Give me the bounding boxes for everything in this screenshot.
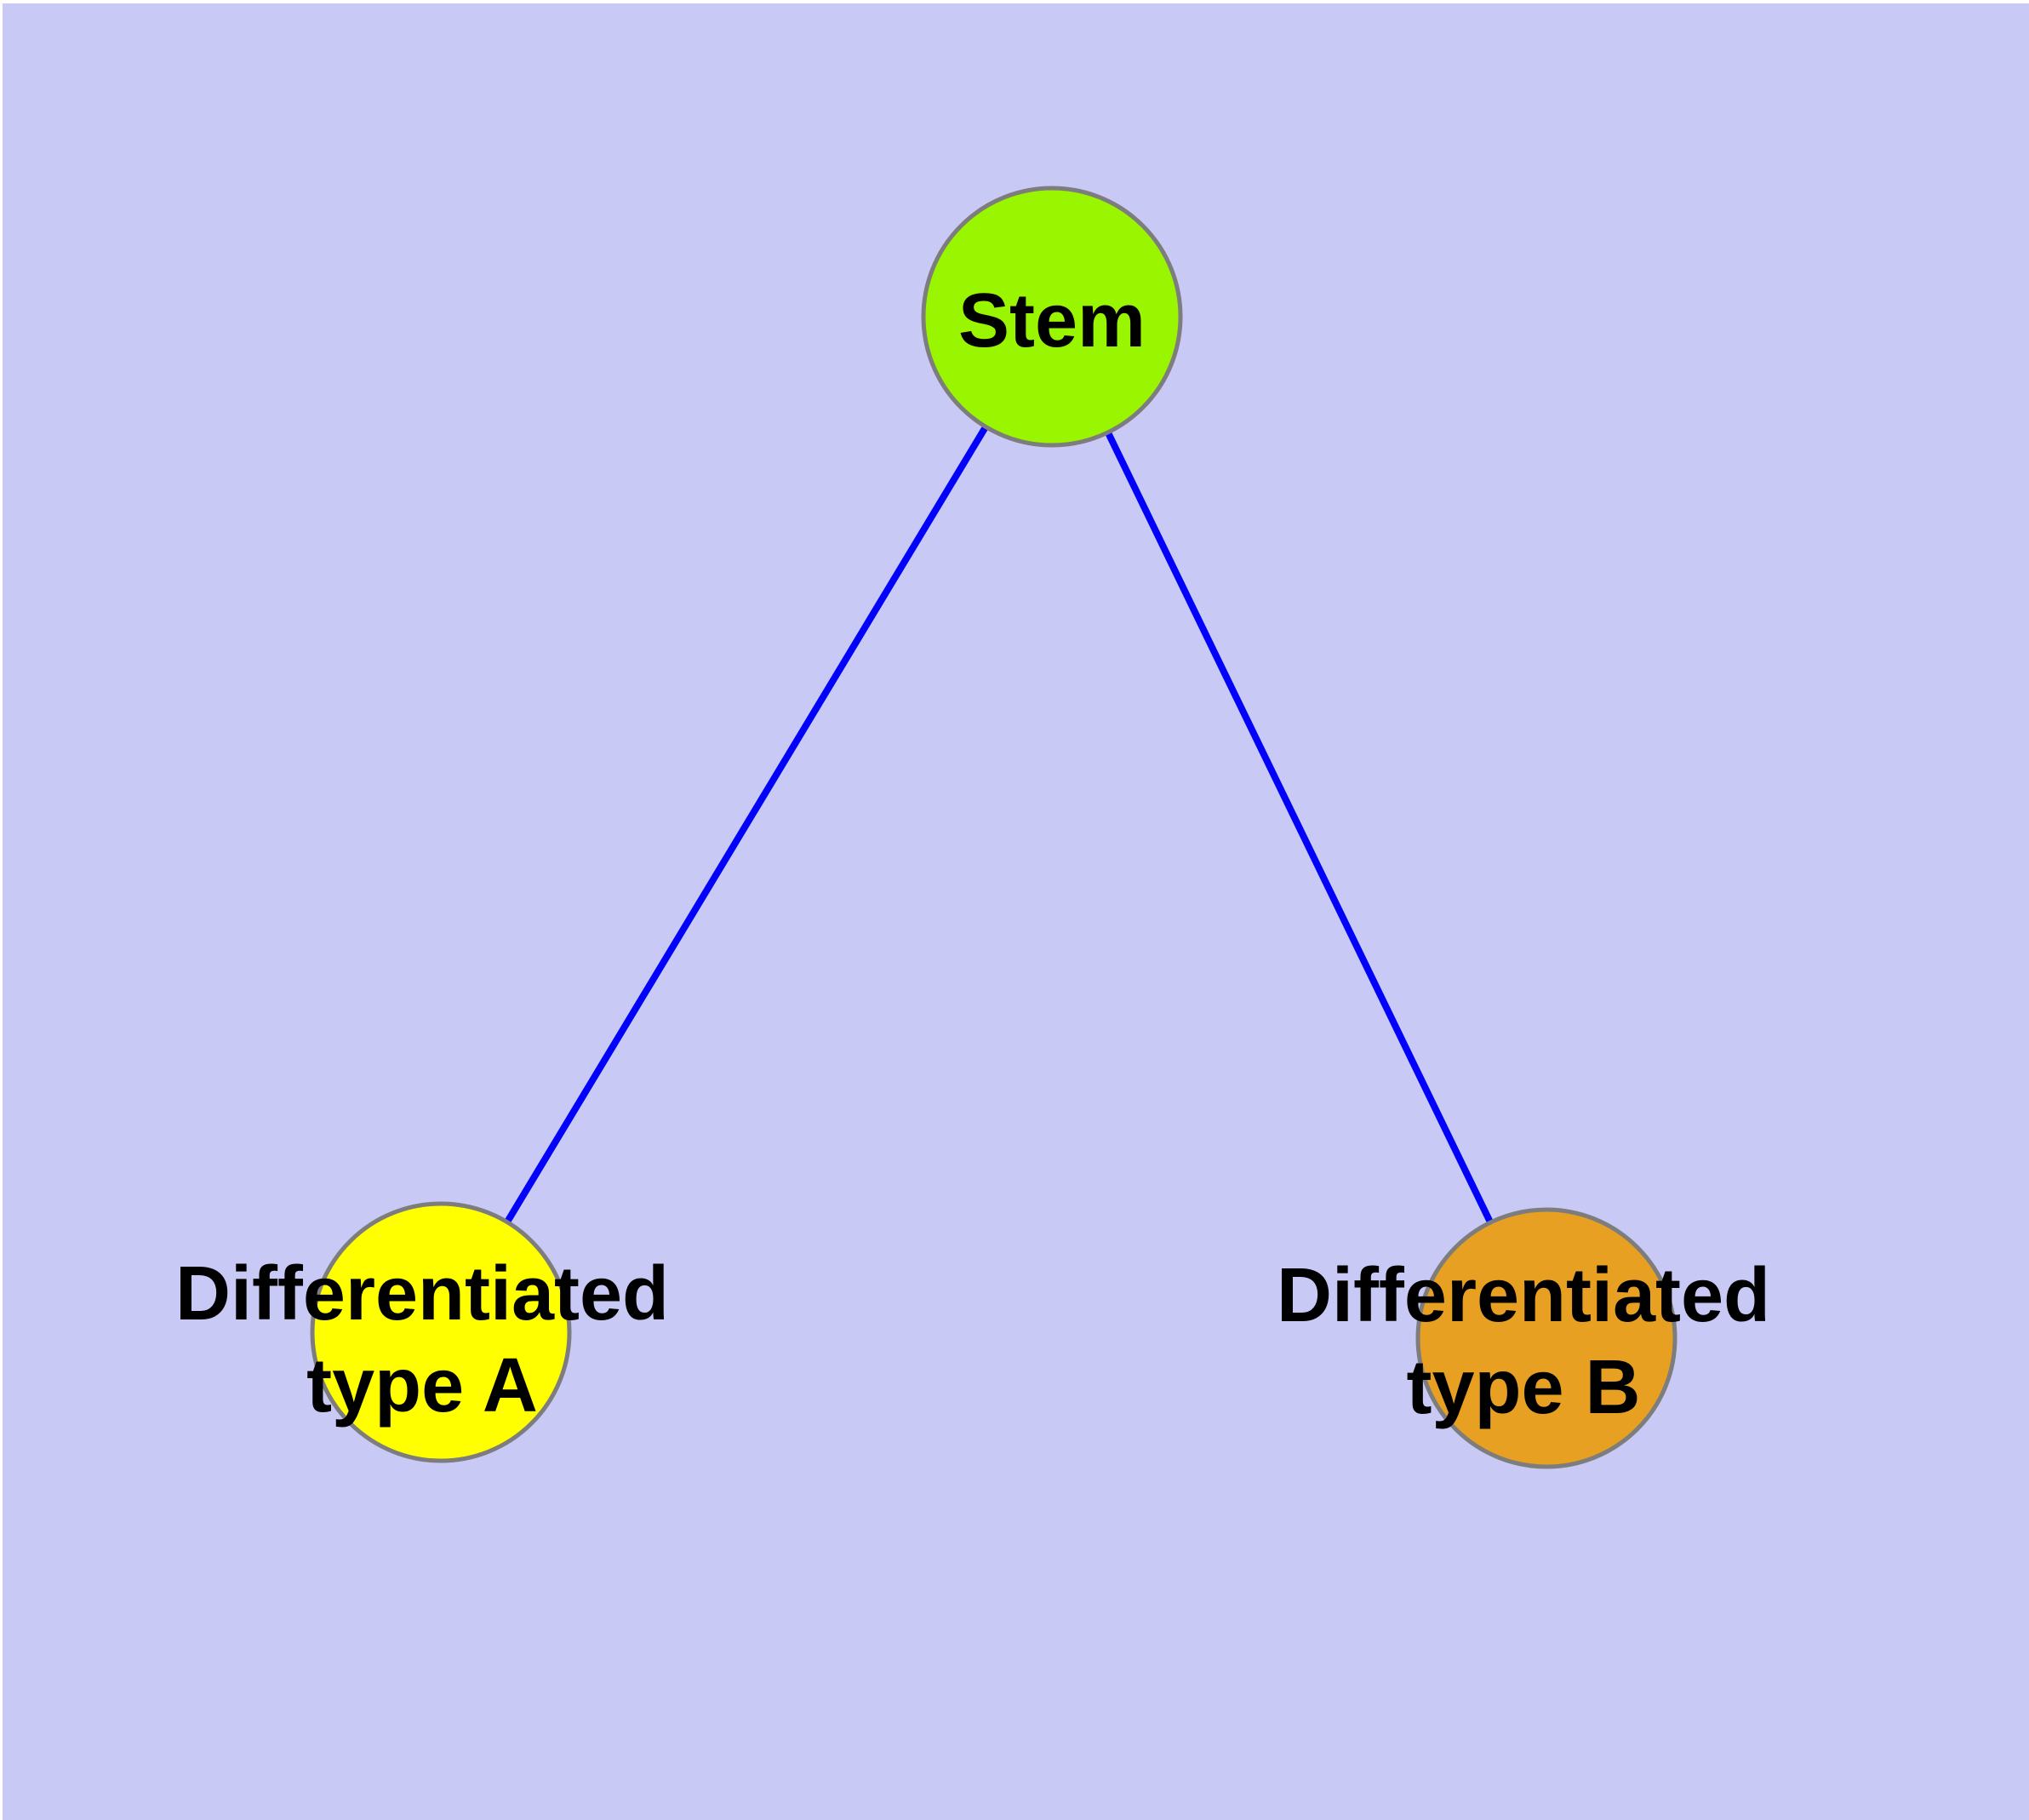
node-stem-label: Stem	[958, 278, 1146, 363]
edge-stem-to-type-b	[1049, 315, 1550, 1340]
edge-stem-to-type-a	[437, 314, 1055, 1335]
node-type-a-label-line2: type A	[306, 1343, 538, 1428]
node-type-a-label-line1: Differentiated	[175, 1251, 669, 1336]
node-type-b-label-line2: type B	[1406, 1345, 1640, 1430]
node-type-b-label-line1: Differentiated	[1277, 1253, 1770, 1338]
node-differentiated-type-a	[310, 1201, 572, 1463]
node-stem	[921, 186, 1183, 448]
node-differentiated-type-b	[1415, 1207, 1677, 1469]
